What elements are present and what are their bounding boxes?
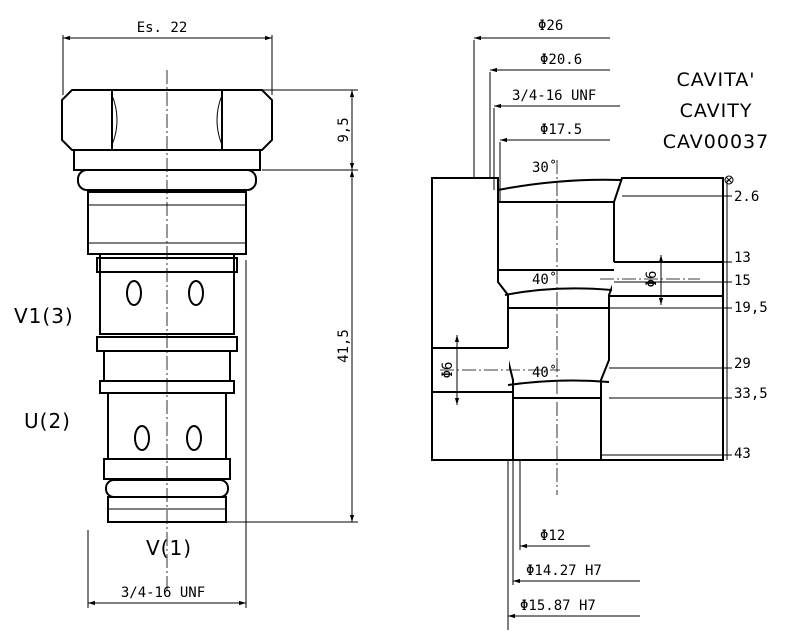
thread-label: 3/4-16 UNF (121, 585, 205, 601)
port-v-label: V(1) (146, 536, 192, 560)
height-total-label: 41,5 (336, 329, 352, 363)
cavity-title-line-2: CAVITY (680, 100, 753, 122)
angle-label-40-lower: 40˚ (532, 364, 557, 381)
hex-nut (61, 89, 273, 151)
port-v1-label: V1(3) (14, 304, 74, 328)
side-bore-left-label: Φ6 (440, 362, 456, 379)
depth-33-5: 33,5 (734, 386, 768, 402)
depth-29: 29 (734, 356, 751, 372)
diameter-15-87-label: Φ15.87 H7 (520, 598, 596, 614)
hex-chamfer (111, 94, 223, 146)
height-top-label: 9,5 (336, 117, 352, 142)
sleeve-upper (99, 253, 235, 335)
threaded-body (87, 191, 247, 255)
cavity-title-line-1: CAVITA' (676, 69, 755, 91)
port-u-label: U(2) (24, 409, 71, 433)
u-port-hole (134, 425, 150, 451)
diameter-14-27-label: Φ14.27 H7 (526, 563, 602, 579)
diameter-26-label: Φ26 (538, 18, 563, 34)
v1-port-hole (188, 280, 204, 306)
depth-43: 43 (734, 446, 751, 462)
o-ring-top (77, 169, 257, 191)
thread-cavity-label: 3/4-16 UNF (512, 88, 596, 104)
angle-label-30: 30˚ (532, 159, 557, 176)
cartridge-valve: Es. 22 9,5 41,5 (14, 20, 358, 608)
side-bore-right-label: Φ6 (644, 271, 660, 288)
depth-2-6: 2.6 (734, 189, 759, 205)
diameter-17-5-label: Φ17.5 (540, 122, 582, 138)
block-left-wall (431, 177, 514, 461)
angle-label-40-upper: 40˚ (532, 271, 557, 288)
depth-15: 15 (734, 273, 751, 289)
cavity-title-line-3: CAV00037 (663, 131, 770, 153)
u-port-hole (186, 425, 202, 451)
depth-19-5: 19,5 (734, 300, 768, 316)
datum-marker-icon (724, 175, 734, 185)
block-right-wall (600, 177, 724, 461)
cavity-section: CAVITA' CAVITY CAV00037 30˚ 40˚ 40˚ Φ6 (431, 18, 770, 630)
depth-13: 13 (734, 250, 751, 266)
diameter-20-6-label: Φ20.6 (540, 52, 582, 68)
seal-ring-1 (96, 257, 238, 273)
v1-port-hole (126, 280, 142, 306)
diameter-12-label: Φ12 (540, 528, 565, 544)
hex-size-label: Es. 22 (137, 20, 188, 36)
